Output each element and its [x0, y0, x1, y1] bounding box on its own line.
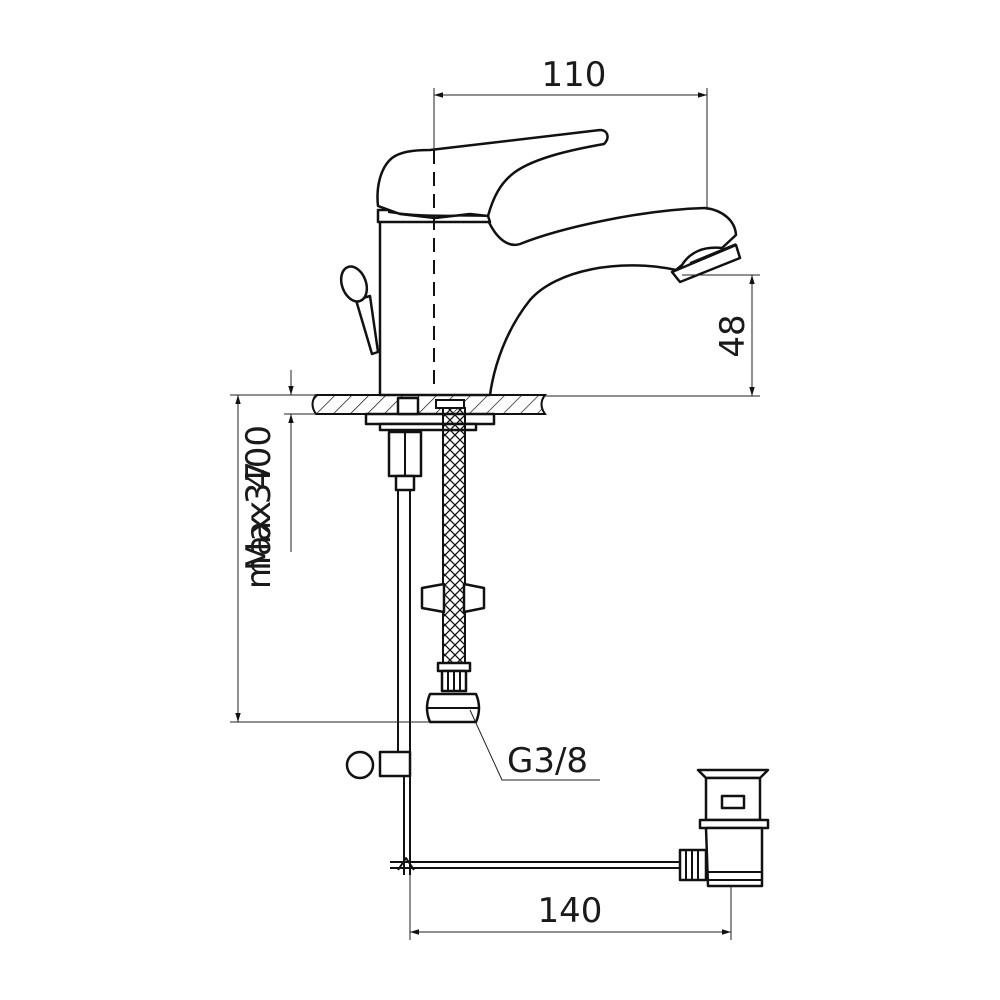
deck-thickness-label: max 37 — [239, 461, 279, 589]
max-hose-label: Max 400 — [239, 425, 279, 571]
callout-connection-thread: G3/8 — [469, 709, 600, 781]
pivot-rod — [390, 861, 680, 869]
flexible-hose — [420, 399, 486, 724]
spout-reach-label: 110 — [542, 55, 607, 95]
dimension-spout-reach: 110 — [433, 55, 708, 210]
connection-thread-label: G3/8 — [507, 741, 588, 781]
dimension-max-hose: Max 400 — [230, 394, 430, 723]
rod-length-label: 140 — [538, 891, 603, 931]
spout-height-label: 48 — [713, 314, 753, 357]
dimension-deck-thickness: max 37 — [239, 370, 316, 589]
dimension-spout-height: 48 — [545, 274, 760, 397]
dimension-rod-length: 140 — [409, 875, 732, 940]
popup-rod — [345, 490, 415, 875]
countertop-section — [311, 394, 548, 415]
faucet-body — [378, 206, 742, 397]
popup-knob — [339, 265, 380, 356]
lever-handle — [376, 128, 609, 220]
drain-waste — [678, 768, 770, 888]
